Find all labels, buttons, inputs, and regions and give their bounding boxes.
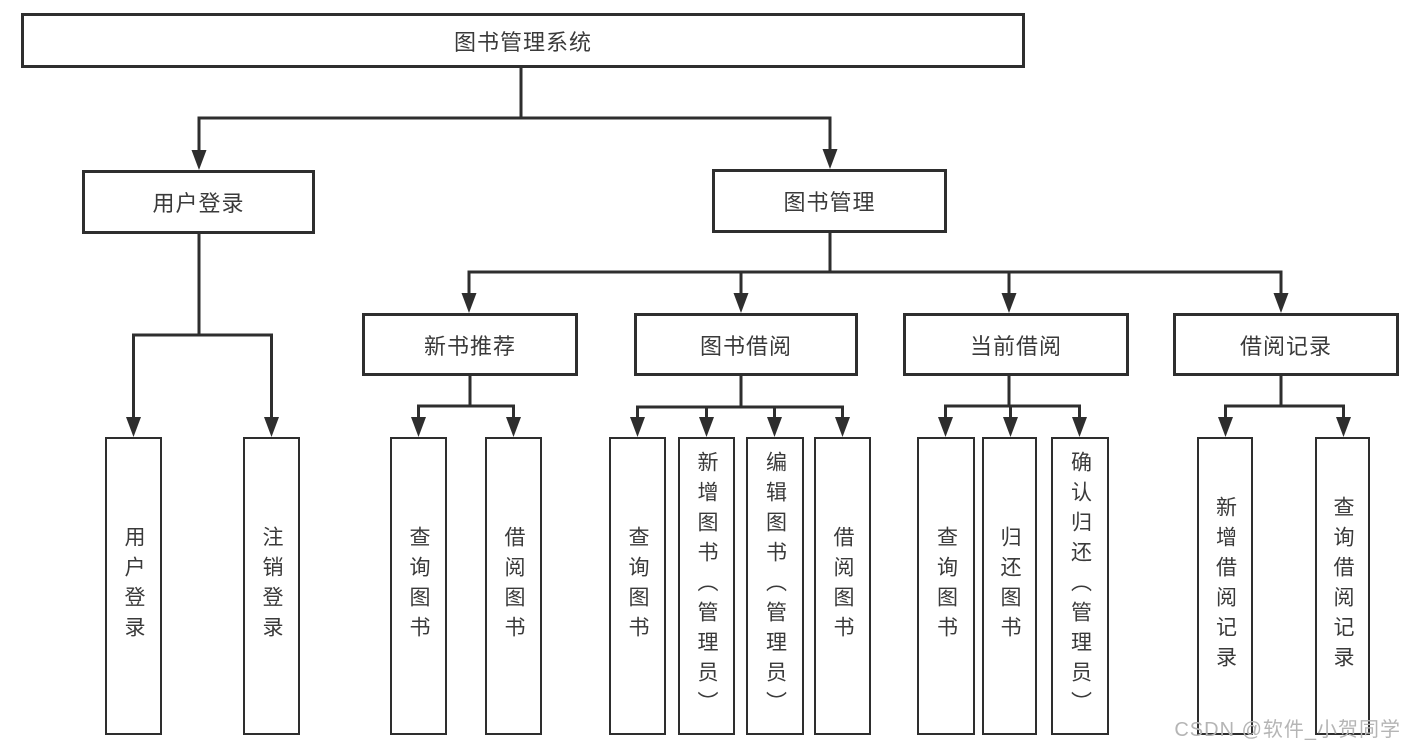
node-label: 借阅记录 [1239,333,1332,359]
arrowhead [1336,417,1351,437]
node-leaf-edit-book-admin: 编辑图书（管理员） [746,437,804,735]
node-leaf-user-login: 用户登录 [105,437,162,735]
node-leaf-borrow-books-recommend: 借阅图书 [485,437,542,735]
node-branch-book-management: 图书管理 [712,169,947,233]
node-borrowing-records: 借阅记录 [1173,313,1399,376]
arrowhead [1218,417,1233,437]
node-branch-user-login: 用户登录 [82,170,315,234]
node-label: 当前借阅 [969,333,1062,359]
connector-current-borrow-to-leaves [944,374,1081,420]
node-label: 新增图书（管理员） [695,451,718,721]
node-label: 查询借阅记录 [1331,496,1354,676]
connector-new-book-to-leaves [417,374,515,420]
arrowhead [126,417,141,437]
node-label: 图书管理 [783,190,876,215]
arrowhead [699,417,714,437]
node-label: 注销登录 [260,526,283,646]
node-label: 归还图书 [998,526,1021,646]
arrowhead [1273,293,1289,313]
connector-user-login-to-leaves [132,232,273,420]
arrowhead [767,417,782,437]
arrowhead [506,417,521,437]
node-label: 图书借阅 [699,333,792,359]
node-label: 新增借阅记录 [1213,496,1237,676]
node-label: 查询图书 [934,526,958,646]
node-leaf-query-books-recommend: 查询图书 [390,437,447,735]
arrowhead [461,293,477,313]
arrowhead [733,293,749,313]
node-leaf-return-book: 归还图书 [982,437,1037,735]
connector-book-mgmt-to-level3 [467,231,1283,296]
arrowhead [411,417,426,437]
node-label: 编辑图书（管理员） [763,451,787,721]
arrowhead [1001,293,1017,313]
arrowhead [630,417,645,437]
node-leaf-query-books-borrowing: 查询图书 [609,437,666,735]
node-label: 用户登录 [122,526,145,646]
arrowhead [1003,417,1018,437]
arrowhead [938,417,953,437]
node-label: 查询图书 [626,526,649,646]
arrowhead [191,150,207,170]
node-leaf-borrow-books: 借阅图书 [814,437,871,735]
node-leaf-query-borrow-record: 查询借阅记录 [1315,437,1370,735]
node-label: 查询图书 [407,526,430,646]
connector-book-borrow-to-leaves [636,374,844,420]
csdn-watermark: CSDN @软件_小贺同学 [1174,719,1401,741]
node-leaf-confirm-return-admin: 确认归还（管理员） [1051,437,1109,735]
node-leaf-add-book-admin: 新增图书（管理员） [678,437,735,735]
node-leaf-add-borrow-record: 新增借阅记录 [1197,437,1253,735]
node-label: 借阅图书 [831,526,854,646]
arrowhead [835,417,850,437]
arrowheads [126,149,1351,437]
node-current-borrowing: 当前借阅 [903,313,1129,376]
node-book-borrowing: 图书借阅 [634,313,858,376]
arrowhead [1072,417,1087,437]
node-root: 图书管理系统 [21,13,1025,68]
arrowhead [822,149,838,169]
node-label: 图书管理系统 [453,29,592,55]
connector-borrow-record-to-leaves [1224,374,1345,420]
arrowhead [264,417,279,437]
node-leaf-query-books-current: 查询图书 [917,437,975,735]
node-label: 确认归还（管理员） [1068,451,1092,721]
node-label: 新书推荐 [423,333,516,359]
node-leaf-logout: 注销登录 [243,437,300,735]
connector-root-to-level2 [197,66,832,153]
node-new-book-recommend: 新书推荐 [362,313,578,376]
node-label: 借阅图书 [502,526,525,646]
node-label: 用户登录 [152,191,245,216]
